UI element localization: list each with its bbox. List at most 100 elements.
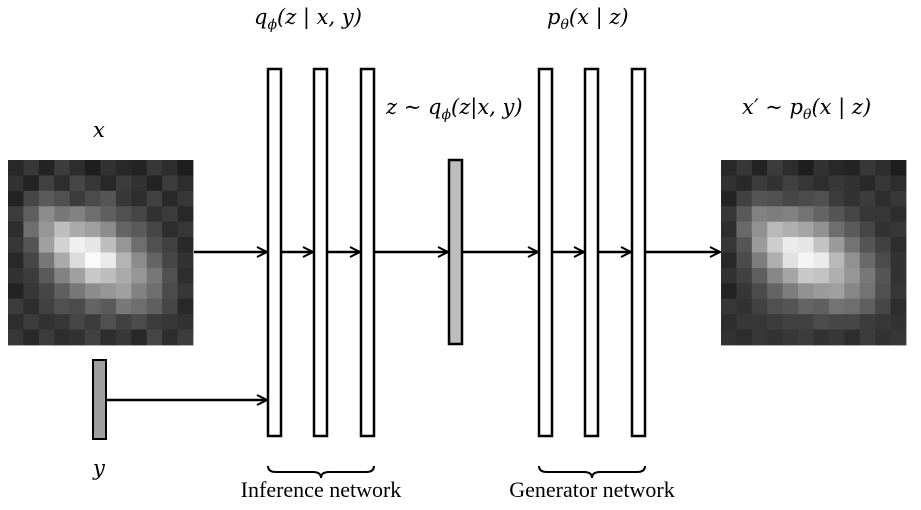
output-image-pixel: [736, 190, 753, 207]
input-image-pixel: [177, 314, 194, 330]
input-image-pixel: [54, 160, 71, 176]
output-image-pixel: [751, 237, 768, 253]
output-image-pixel: [875, 237, 891, 253]
output-image-pixel: [875, 283, 891, 300]
output-image-pixel: [798, 267, 814, 284]
input-image-pixel: [115, 237, 132, 253]
input-image-pixel: [115, 190, 132, 207]
input-image-pixel: [38, 298, 55, 315]
input-image-pixel: [131, 283, 148, 300]
input-image-pixel: [146, 283, 163, 300]
output-image-pixel: [859, 267, 876, 284]
input-image-pixel: [38, 314, 55, 330]
output-image-pixel: [844, 160, 861, 176]
output-image-pixel: [798, 175, 814, 192]
output-image-pixel: [875, 314, 891, 330]
output-image-pixel: [721, 252, 737, 269]
label-z-sample: z ∼ qϕ(z|x, y): [385, 95, 523, 123]
output-image-pixel: [782, 329, 799, 346]
input-image-pixel: [69, 252, 86, 269]
input-image-pixel: [23, 175, 40, 192]
output-image-pixel: [828, 252, 845, 269]
output-image-pixel: [736, 221, 753, 238]
output-image-pixel: [813, 237, 830, 253]
input-image-pixel: [115, 298, 132, 315]
input-image-pixel: [131, 298, 148, 315]
output-image-pixel: [767, 206, 784, 223]
input-image-pixel: [85, 237, 101, 253]
input-image-pixel: [85, 175, 101, 192]
output-image-pixel: [859, 190, 876, 207]
output-image-pixel: [782, 206, 799, 223]
output-image-pixel: [736, 160, 753, 176]
input-image-pixel: [131, 237, 148, 253]
input-image-pixel: [85, 190, 101, 207]
input-image-pixel: [38, 190, 55, 207]
output-image-pixel: [767, 314, 784, 330]
input-image-pixel: [54, 206, 71, 223]
output-image-pixel: [875, 252, 891, 269]
input-image-pixel: [177, 329, 194, 346]
output-image-pixel: [798, 283, 814, 300]
output-image-pixel: [782, 190, 799, 207]
output-image-pixel: [751, 329, 768, 346]
output-image-pixel: [890, 329, 907, 346]
inference-brace: [267, 465, 375, 479]
output-image-pixel: [875, 298, 891, 315]
output-image-pixel: [813, 175, 830, 192]
output-image-pixel: [767, 329, 784, 346]
output-image-pixel: [859, 314, 876, 330]
input-image-pixel: [100, 190, 117, 207]
input-image-pixel: [146, 175, 163, 192]
input-image-pixel: [38, 175, 55, 192]
output-image-pixel: [782, 221, 799, 238]
output-image-pixel: [844, 314, 861, 330]
output-image-pixel: [813, 298, 830, 315]
input-image-pixel: [54, 298, 71, 315]
output-image-pixel: [813, 314, 830, 330]
output-image-pixel: [844, 329, 861, 346]
input-image-pixel: [177, 206, 194, 223]
input-image-pixel: [131, 206, 148, 223]
input-image-pixel: [146, 221, 163, 238]
input-image-pixel: [146, 206, 163, 223]
input-image-pixel: [100, 175, 117, 192]
output-image-pixel: [813, 283, 830, 300]
input-image-pixel: [54, 329, 71, 346]
output-image-pixel: [798, 237, 814, 253]
input-image-pixel: [54, 221, 71, 238]
output-image-pixel: [751, 160, 768, 176]
input-image-pixel: [85, 160, 101, 176]
output-image-pixel: [736, 329, 753, 346]
input-image-pixel: [115, 329, 132, 346]
output-image-pixel: [798, 190, 814, 207]
input-image-pixel: [131, 221, 148, 238]
input-image-pixel: [23, 160, 40, 176]
input-image-pixel: [23, 221, 40, 238]
input-image-pixel: [38, 160, 55, 176]
output-image-pixel: [890, 283, 907, 300]
input-image-pixel: [115, 206, 132, 223]
output-image-pixel: [736, 267, 753, 284]
input-image-pixel: [8, 283, 24, 300]
output-image-pixel: [859, 252, 876, 269]
input-image-pixel: [100, 160, 117, 176]
output-image-pixel: [890, 175, 907, 192]
input-image-pixel: [100, 267, 117, 284]
input-image-pixel: [177, 267, 194, 284]
output-image-pixel: [890, 206, 907, 223]
output-image-pixel: [767, 298, 784, 315]
input-image-pixel: [85, 221, 101, 238]
output-image-pixel: [736, 252, 753, 269]
output-image-pixel: [828, 267, 845, 284]
output-image-x-prime: [721, 160, 907, 346]
output-image-pixel: [813, 329, 830, 346]
output-image-pixel: [798, 314, 814, 330]
output-image-pixel: [751, 190, 768, 207]
output-image-pixel: [736, 298, 753, 315]
output-image-pixel: [859, 298, 876, 315]
output-image-pixel: [828, 175, 845, 192]
output-image-pixel: [751, 283, 768, 300]
generator-layer-3: [630, 67, 647, 438]
input-image-pixel: [38, 329, 55, 346]
